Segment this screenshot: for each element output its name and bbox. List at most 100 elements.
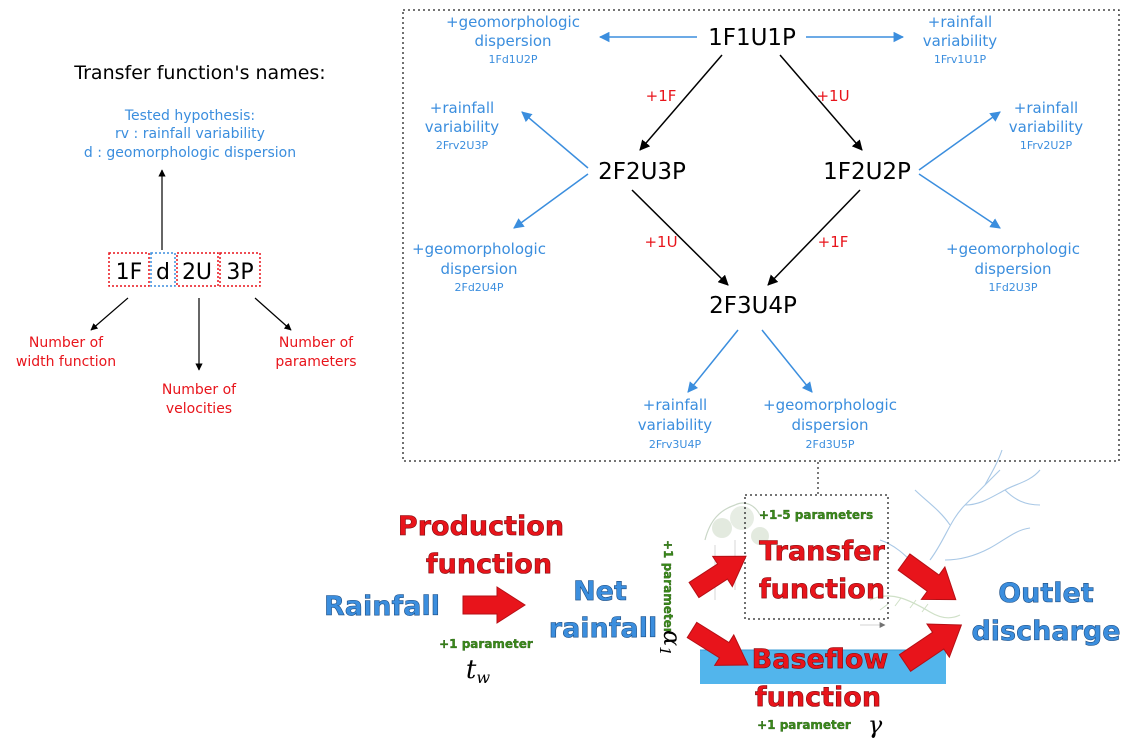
variant-bottom-disp: +geomorphologic dispersion 2Fd3U5P — [763, 396, 897, 451]
code-box-parameters — [219, 252, 261, 287]
production-params-label: +1 parameter — [439, 637, 533, 651]
naming-legend: Transfer function's names: Tested hypoth… — [16, 62, 357, 417]
code-part-width: 1F — [116, 260, 143, 285]
variant-root-rv: +rainfall variability 1Frv1U1P — [923, 13, 998, 66]
net-rainfall-params: +1 parameter α1 — [656, 540, 686, 656]
svg-text:+geomorphologic: +geomorphologic — [412, 240, 546, 258]
svg-text:variability: variability — [1009, 118, 1084, 136]
callout-parameters-2: parameters — [275, 354, 356, 370]
code-part-velocities: 2U — [182, 260, 212, 285]
tree-frame — [402, 9, 1120, 462]
callout-velocities-1: Number of — [162, 382, 237, 398]
label-root-right: +1U — [816, 87, 849, 105]
svg-text:Production: Production — [398, 511, 564, 542]
svg-text:function: function — [426, 549, 552, 580]
svg-text:discharge: discharge — [971, 616, 1120, 647]
svg-text:Baseflow: Baseflow — [752, 644, 889, 675]
net-to-baseflow-arrow — [686, 621, 749, 666]
hypothesis-tree: 1F1U1P 2F2U3P 1F2U2P 2F3U4P +1F +1U +1U … — [402, 9, 1120, 462]
svg-text:variability: variability — [638, 416, 713, 434]
baseflow-params-label: +1 parameter — [757, 718, 851, 732]
net-params-label: +1 parameter — [661, 540, 675, 634]
svg-text:+geomorphologic: +geomorphologic — [763, 396, 897, 414]
baseflow-params: +1 parameter γ — [757, 711, 883, 739]
model-flow: Production function Rainfall Net rainfal… — [324, 449, 1121, 739]
variant-root-disp: +geomorphologic dispersion 1Fd1U2P — [446, 13, 580, 66]
label-left-bottom: +1U — [644, 233, 677, 251]
svg-text:+geomorphologic: +geomorphologic — [446, 13, 580, 31]
node-right: 1F2U2P — [823, 159, 911, 185]
variant-right-rv: +rainfall variability 1Frv2U2P — [1009, 99, 1084, 152]
svg-text:2Fd2U4P: 2Fd2U4P — [455, 281, 504, 294]
width-pointer-arrow — [90, 297, 129, 331]
node-root: 1F1U1P — [708, 25, 796, 51]
label-right-bottom: +1F — [818, 233, 849, 251]
svg-text:1Fd2U3P: 1Fd2U3P — [989, 281, 1038, 294]
edge-right-rv — [918, 111, 1001, 171]
code-box-width — [108, 252, 150, 287]
edge-left-rv — [521, 111, 589, 169]
variant-right-disp: +geomorphologic dispersion 1Fd2U3P — [946, 240, 1080, 294]
hypothesis-line-1: Tested hypothesis: — [124, 108, 255, 124]
svg-text:2Frv2U3P: 2Frv2U3P — [436, 139, 489, 152]
edge-bottom-disp — [761, 329, 813, 393]
svg-text:+rainfall: +rainfall — [643, 396, 707, 414]
river-network-sketch — [879, 449, 1041, 566]
legend-title: Transfer function's names: — [73, 62, 325, 84]
rainfall-to-net-arrow — [462, 586, 526, 624]
svg-text:function: function — [755, 682, 881, 713]
net-to-transfer-arrow — [688, 555, 747, 599]
svg-text:dispersion: dispersion — [440, 260, 517, 278]
transfer-to-outlet-arrow — [897, 553, 957, 601]
vegetation-sketch — [704, 502, 961, 628]
production-params: +1 parameter tw — [439, 637, 533, 687]
callout-velocities-2: velocities — [166, 401, 232, 417]
svg-text:2Fd3U5P: 2Fd3U5P — [806, 438, 855, 451]
node-left: 2F2U3P — [598, 159, 686, 185]
svg-text:+rainfall: +rainfall — [430, 99, 494, 117]
edge-bottom-rv — [687, 329, 739, 393]
svg-text:dispersion: dispersion — [791, 416, 868, 434]
label-root-left: +1F — [646, 87, 677, 105]
production-param-symbol: tw — [466, 655, 490, 687]
svg-text:function: function — [759, 574, 885, 605]
variant-left-rv: +rainfall variability 2Frv2U3P — [425, 99, 500, 152]
variant-left-disp: +geomorphologic dispersion 2Fd2U4P — [412, 240, 546, 294]
transfer-function-label: Transfer function — [759, 536, 886, 606]
callout-parameters-1: Number of — [279, 335, 354, 351]
net-param-symbol: α1 — [656, 630, 686, 656]
edge-left-bottom — [631, 189, 729, 286]
code-box-hypothesis — [150, 252, 176, 287]
baseflow-param-symbol: γ — [868, 711, 883, 739]
svg-text:+geomorphologic: +geomorphologic — [946, 240, 1080, 258]
hypothesis-line-3: d : geomorphologic dispersion — [84, 145, 296, 161]
code-part-hypothesis: d — [156, 260, 170, 285]
code-part-parameters: 3P — [226, 260, 253, 285]
svg-text:1Frv2U2P: 1Frv2U2P — [1020, 139, 1073, 152]
svg-text:dispersion: dispersion — [974, 260, 1051, 278]
hypothesis-line-2: rv : rainfall variability — [115, 126, 265, 142]
variant-bottom-rv: +rainfall variability 2Frv3U4P — [638, 396, 713, 451]
edge-right-bottom — [767, 189, 861, 286]
svg-text:+rainfall: +rainfall — [1014, 99, 1078, 117]
svg-text:2Frv3U4P: 2Frv3U4P — [649, 438, 702, 451]
svg-text:+rainfall: +rainfall — [928, 13, 992, 31]
svg-text:variability: variability — [425, 118, 500, 136]
baseflow-function-label: Baseflow function — [751, 644, 889, 714]
svg-text:1Fd1U2P: 1Fd1U2P — [489, 53, 538, 66]
callout-width-1: Number of — [29, 335, 104, 351]
edge-right-disp — [918, 173, 1001, 229]
svg-text:Net: Net — [573, 576, 627, 607]
rainfall-label: Rainfall — [324, 591, 440, 622]
node-bottom: 2F3U4P — [709, 293, 797, 319]
transfer-params-label: +1-5 parameters — [759, 508, 873, 522]
edge-root-right — [779, 54, 863, 151]
edge-root-left — [639, 54, 723, 151]
code-box-velocities — [176, 252, 219, 287]
svg-text:Outlet: Outlet — [998, 578, 1094, 609]
svg-text:dispersion: dispersion — [474, 32, 551, 50]
svg-text:variability: variability — [923, 32, 998, 50]
svg-text:rainfall: rainfall — [549, 613, 658, 644]
